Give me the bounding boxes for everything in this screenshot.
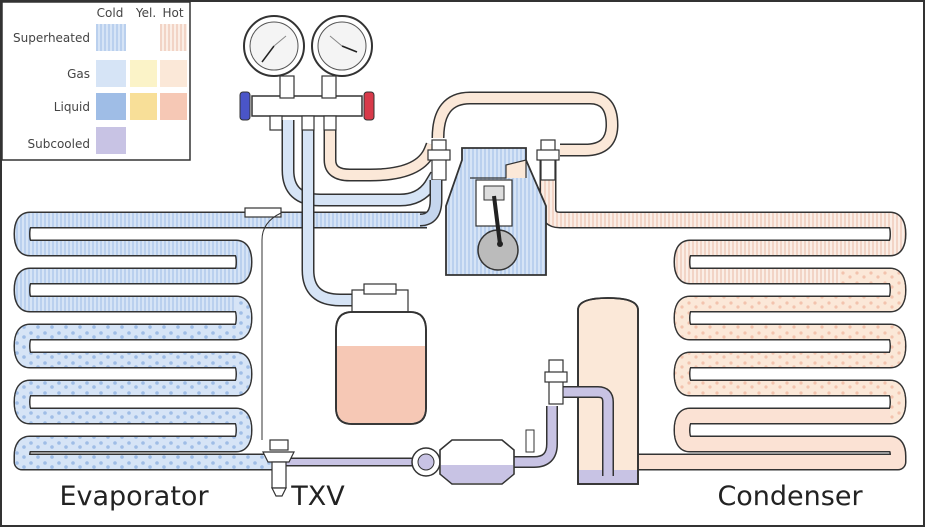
receiver-service-valve-icon [544, 359, 568, 405]
high-side-gauge-icon [311, 15, 373, 77]
txv-label: TXV [290, 481, 345, 512]
evaporator-label: Evaporator [59, 481, 209, 512]
discharge-service-valve-icon [536, 139, 560, 181]
filter-drier-icon [439, 439, 515, 485]
legend-row-gas: Gas [67, 67, 90, 81]
sight-glass-icon [411, 447, 441, 477]
swatch-cold-gas [96, 60, 126, 87]
receiver-tank-icon [560, 297, 639, 485]
compressor-icon [445, 147, 547, 276]
txv-valve-icon [262, 439, 295, 497]
legend-row-superheated: Superheated [13, 31, 90, 45]
condenser-coil [539, 160, 907, 471]
high-side-knob-icon [363, 91, 375, 121]
swatch-yellow-gas [130, 60, 157, 87]
refrigerant-tank-icon [335, 283, 427, 425]
suction-service-valve-icon [419, 139, 451, 227]
legend-col-yellow: Yel. [135, 6, 156, 20]
service-hoses [281, 91, 619, 307]
swatch-cold-liquid [96, 93, 126, 120]
legend-col-hot: Hot [162, 6, 183, 20]
legend-col-cold: Cold [97, 6, 124, 20]
legend-row-liquid: Liquid [54, 100, 90, 114]
swatch-subcooled [96, 127, 126, 154]
low-side-gauge-icon [243, 15, 305, 77]
legend: Cold Yel. Hot Superheated Gas Liquid Sub… [1, 1, 191, 161]
evaporator-coil [13, 207, 427, 471]
gauge-manifold [239, 15, 375, 131]
swatch-hot-liquid [160, 93, 187, 120]
swatch-cold-superheated [96, 24, 126, 51]
legend-row-subcooled: Subcooled [28, 137, 90, 151]
swatch-hot-gas [160, 60, 187, 87]
liquid-line [282, 406, 558, 468]
swatch-hot-superheated [160, 24, 187, 51]
swatch-yellow-liquid [130, 93, 157, 120]
low-side-knob-icon [239, 91, 251, 121]
condenser-label: Condenser [717, 481, 863, 512]
